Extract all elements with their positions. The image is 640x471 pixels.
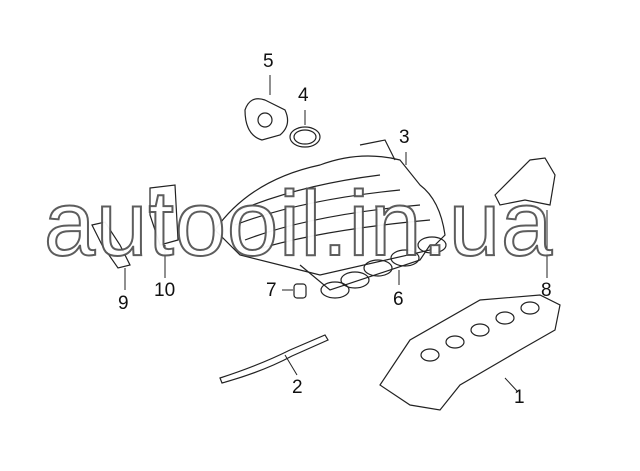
watermark: autooil.in.ua	[43, 173, 554, 275]
support-bracket	[494, 157, 556, 206]
callout-7: 7	[266, 280, 277, 301]
o-ring	[289, 126, 321, 148]
callout-9: 9	[118, 293, 129, 314]
bushing	[293, 283, 307, 299]
gasket-plate	[244, 98, 289, 141]
callout-10: 10	[154, 280, 176, 301]
callout-6: 6	[393, 289, 404, 310]
callout-8: 8	[541, 280, 552, 301]
leader-lines	[124, 75, 548, 393]
gasket-strip	[219, 334, 329, 384]
lower-intake-manifold	[379, 294, 561, 411]
callout-3: 3	[399, 127, 410, 148]
callout-1: 1	[514, 387, 525, 408]
bracket-center	[149, 184, 179, 246]
manifold-gaskets	[320, 236, 447, 299]
bracket-left	[91, 221, 131, 269]
callout-2: 2	[292, 377, 303, 398]
callout-5: 5	[263, 51, 274, 72]
callout-4: 4	[298, 85, 309, 106]
